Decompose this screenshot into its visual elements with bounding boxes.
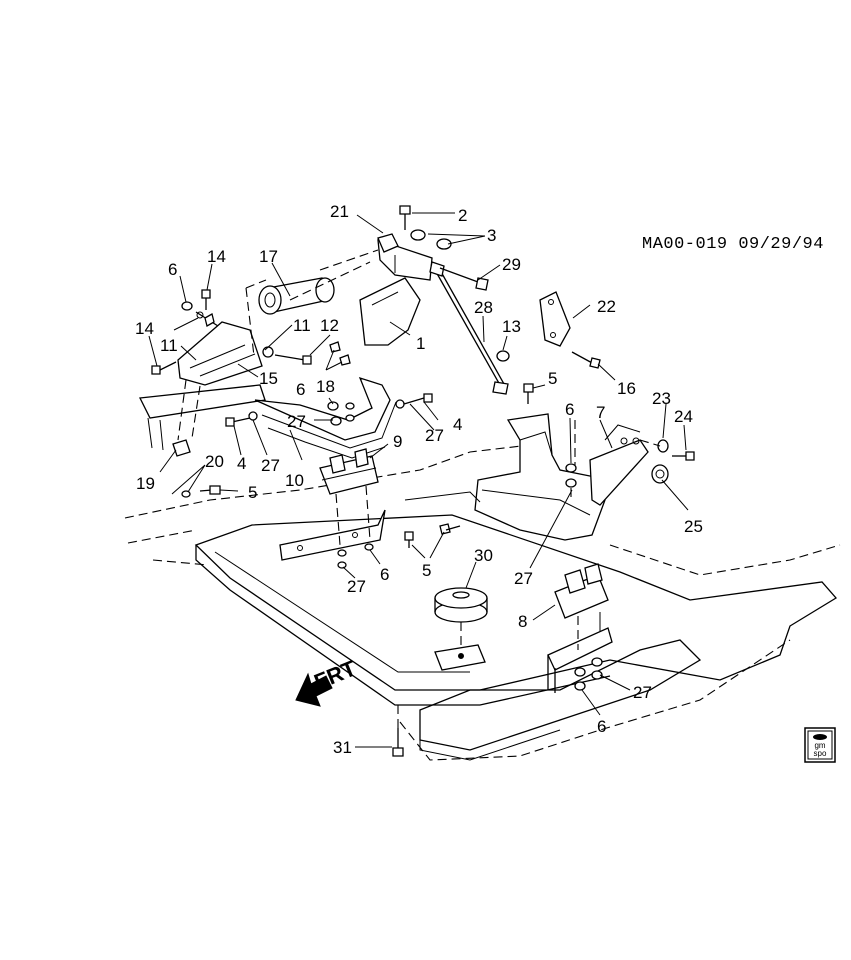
callout-7: 7 <box>596 403 605 422</box>
badge-spo: spo <box>814 749 827 758</box>
leader-lines <box>148 212 689 748</box>
callout-28: 28 <box>474 298 493 317</box>
callout-13: 13 <box>502 317 521 336</box>
floor-plate <box>434 644 486 671</box>
callout-27: 27 <box>633 683 652 702</box>
bracket-1 <box>359 277 421 346</box>
callout-16: 16 <box>617 379 636 398</box>
strut-bracket <box>377 233 433 281</box>
callout-27: 27 <box>425 426 444 445</box>
callout-24: 24 <box>674 407 693 426</box>
round-mount-30 <box>434 587 488 623</box>
callout-6: 6 <box>565 400 574 419</box>
bracket-22 <box>539 291 571 347</box>
upper-strut <box>258 277 335 315</box>
callout-29: 29 <box>502 255 521 274</box>
callout-5: 5 <box>248 483 257 502</box>
bushings-23-25 <box>651 439 669 484</box>
support-rod <box>429 261 509 395</box>
callout-6: 6 <box>168 260 177 279</box>
alignment-lines <box>177 249 661 728</box>
badge-gm: gm <box>814 741 825 750</box>
callout-18: 18 <box>316 377 335 396</box>
fasteners <box>151 205 695 757</box>
callout-25: 25 <box>684 517 703 536</box>
callout-11: 11 <box>293 316 311 335</box>
callout-2: 2 <box>458 206 467 225</box>
callout-31: 31 <box>333 738 352 757</box>
callout-6: 6 <box>296 380 305 399</box>
callout-27: 27 <box>287 412 306 431</box>
callout-21: 21 <box>330 202 349 221</box>
right-mount-bracket <box>547 612 613 693</box>
bracket-19 <box>172 439 191 457</box>
callout-6: 6 <box>380 565 389 584</box>
callout-4: 4 <box>237 454 246 473</box>
callout-15: 15 <box>259 369 278 388</box>
callout-20: 20 <box>205 452 224 471</box>
callout-23: 23 <box>652 389 671 408</box>
callout-14: 14 <box>207 247 226 266</box>
callout-27: 27 <box>261 456 280 475</box>
callout-12: 12 <box>320 316 339 335</box>
left-mount-bracket <box>177 311 263 386</box>
callout-6: 6 <box>597 717 606 736</box>
callout-4: 4 <box>453 415 462 434</box>
callout-labels: 2 3 21 29 17 14 6 22 28 14 11 11 12 13 1… <box>135 202 703 757</box>
callout-27: 27 <box>514 569 533 588</box>
callout-22: 22 <box>597 297 616 316</box>
transmission-support <box>404 413 649 541</box>
frame-crossmember <box>124 384 841 761</box>
callout-19: 19 <box>136 474 155 493</box>
callout-27: 27 <box>347 577 366 596</box>
callout-30: 30 <box>474 546 493 565</box>
callout-17: 17 <box>259 247 278 266</box>
mount-bracket-10 <box>254 376 397 459</box>
engine-mount-9 <box>319 448 379 495</box>
callout-10: 10 <box>285 471 304 490</box>
front-direction-arrow: FRT <box>295 655 360 707</box>
gm-spo-badge: gm spo <box>804 727 836 763</box>
callout-1: 1 <box>416 334 425 353</box>
callout-8: 8 <box>518 612 527 631</box>
callout-14: 14 <box>135 319 154 338</box>
callout-5: 5 <box>548 369 557 388</box>
callout-11: 11 <box>160 336 178 355</box>
mount-plate <box>279 509 386 561</box>
callout-9: 9 <box>393 432 402 451</box>
callout-3: 3 <box>487 226 496 245</box>
callout-5: 5 <box>422 561 431 580</box>
reference-code: MA00-019 09/29/94 <box>642 235 824 254</box>
transmission-mount-8 <box>554 563 609 619</box>
